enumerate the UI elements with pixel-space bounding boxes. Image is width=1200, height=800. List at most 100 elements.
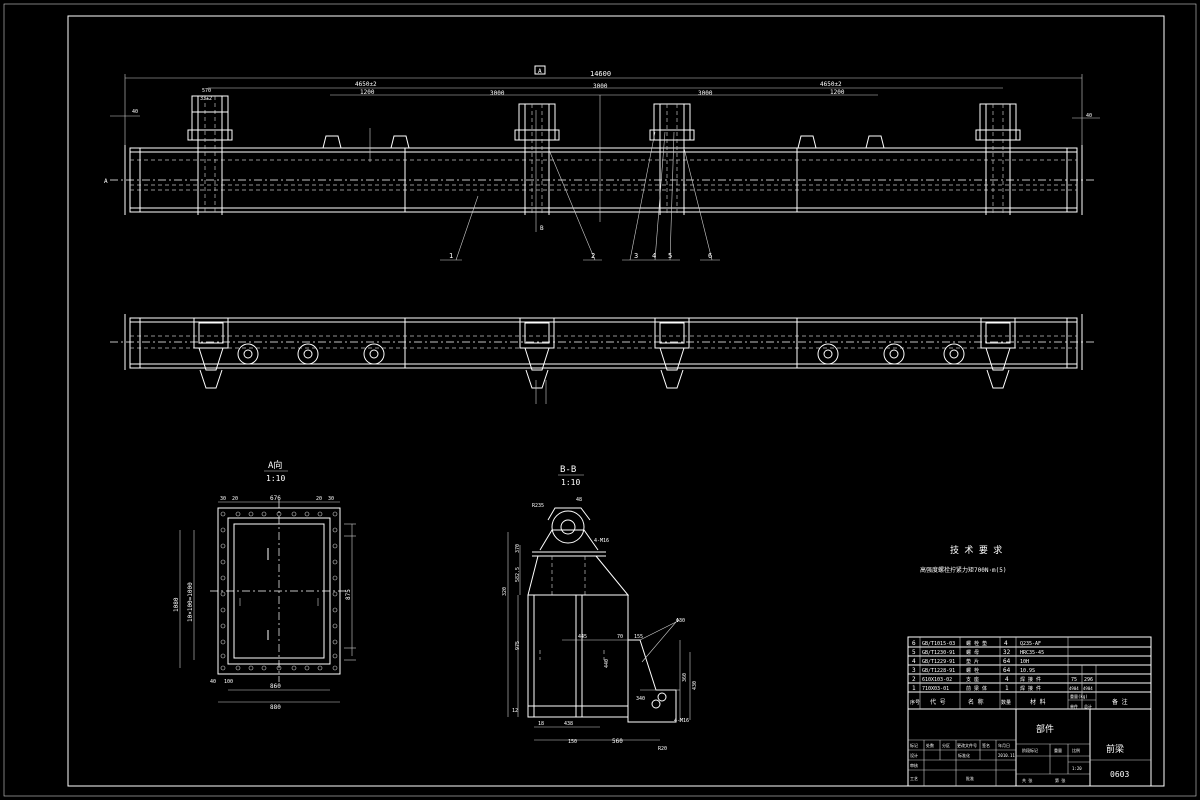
part-row-1-w2: 4904 (1083, 686, 1093, 691)
part-row-2-no: 2 (912, 676, 916, 683)
top-view (110, 314, 1095, 404)
header-qty: 数量 (1001, 699, 1011, 706)
sec-a-dim-6: 1080 (173, 597, 180, 612)
top-supports (193, 317, 1016, 389)
sig-zone: 分区 (942, 742, 950, 748)
leader-3: 3 (634, 252, 638, 260)
part-row-1-mat: 焊 接 件 (1020, 685, 1041, 692)
sig-standard: 标准化 (958, 752, 970, 758)
sec-a-dim-5: 30 (328, 496, 334, 502)
sec-b-dim-20: Φ30 (676, 618, 685, 624)
dim-sub-1: 1200 (360, 89, 375, 96)
sig-change: 更改文件号 (957, 742, 977, 748)
sec-b-dim-4: 320 (502, 587, 508, 596)
part-row-2-code: 610X103-02 (922, 677, 952, 683)
part-row-5-code: GB/T1230-91 (922, 650, 955, 656)
part-row-1-code: 710X03-01 (922, 686, 949, 692)
tech-req-title: 技 术 要 求 (950, 544, 1002, 556)
sec-a-dim-7: 10×100=1000 (187, 582, 194, 622)
sec-b-dim-9: 440 (604, 659, 610, 668)
sig-count: 处数 (926, 742, 934, 748)
sec-b-dim-7: 445 (578, 634, 587, 640)
part-row-6-name: 螺 栓 垫 (966, 640, 987, 647)
dim-top-small-2: 33±2 (200, 96, 212, 102)
arrow-label-a: A (538, 68, 542, 75)
dim-main-2: 3000 (490, 90, 505, 97)
part-row-6-mat: Q235-AF (1020, 641, 1041, 647)
part-row-1-no: 1 (912, 685, 916, 692)
dim-top-small-1: 570 (202, 88, 211, 94)
header-material: 材 料 (1030, 698, 1046, 706)
sheet-total: 共 张 (1022, 777, 1032, 783)
outer-border (3, 3, 1197, 797)
header-weight: 重量(kg) (1070, 693, 1088, 699)
sig-approve: 批准 (966, 775, 974, 781)
header-unit: 单件 (1070, 703, 1078, 709)
weight-label: 重量 (1054, 747, 1062, 753)
sig-process: 工艺 (910, 776, 918, 781)
leader-1: 1 (449, 252, 453, 260)
header-total: 总计 (1084, 703, 1092, 709)
front-view: 14600 A 4650±2 3000 3000 3000 4650±2 120… (104, 65, 1100, 261)
section-a-scale: 1:10 (266, 474, 285, 483)
title-part-name: 前梁 (1106, 743, 1124, 755)
sec-b-dim-22: R20 (658, 746, 667, 752)
dim-main-3: 3000 (593, 83, 608, 90)
part-row-4-name: 垫 片 (966, 658, 979, 665)
sec-a-dim-10: 880 (270, 704, 281, 711)
support-1 (187, 95, 233, 215)
lugs-front (322, 135, 885, 149)
part-row-4-qty: 64 (1003, 658, 1011, 665)
dim-main-5: 4650±2 (820, 81, 842, 88)
sec-b-dim-1: R235 (532, 503, 544, 509)
part-row-6-no: 6 (912, 640, 916, 647)
sec-b-dim-21: 12 (512, 708, 518, 714)
part-row-4-mat: 10H (1020, 659, 1029, 665)
leader-4: 4 (652, 252, 656, 260)
support-2 (514, 103, 560, 215)
part-row-6-qty: 4 (1004, 640, 1008, 647)
header-name: 名 称 (968, 698, 984, 706)
part-row-2-name: 支 座 (966, 676, 979, 683)
frame-border (67, 15, 1165, 787)
stage-mark: 阶段标记 (1022, 747, 1038, 753)
part-row-3-mat: 10.9S (1020, 668, 1035, 674)
sec-a-dim-3: 676 (270, 495, 281, 502)
part-row-2-qty: 4 (1005, 676, 1009, 683)
signature-area: 标记 处数 分区 更改文件号 签名 年月日 设计 标准化 2010.11 阶段标… (910, 742, 1082, 783)
part-row-2-mat: 焊 接 件 (1020, 676, 1041, 683)
leader-5: 5 (668, 252, 672, 260)
leader-lines: 1 2 3 4 5 6 (440, 131, 720, 261)
part-row-5-name: 螺 母 (966, 649, 979, 656)
sec-b-dim-15: 438 (564, 721, 573, 727)
parts-header: 序号 代 号 名 称 数量 材 料 单件 总计 备 注 重量(kg) (910, 693, 1128, 709)
part-row-1-qty: 1 (1005, 685, 1009, 692)
part-row-1-name: 前 梁 体 (966, 685, 987, 692)
sec-b-dim-11: 155 (634, 634, 643, 640)
sig-sign: 签名 (982, 742, 990, 748)
svg-text:A: A (104, 178, 108, 185)
sec-b-dim-13: 360 (682, 673, 688, 682)
sec-a-dim-1: 30 (220, 496, 226, 502)
part-row-2-w2: 296 (1084, 677, 1093, 683)
part-row-3-name: 螺 栓 (966, 667, 979, 674)
sec-a-dim-9: 860 (270, 683, 281, 690)
section-b-view: B-B 1:10 (502, 465, 698, 752)
sig-mark: 标记 (910, 742, 918, 748)
part-row-5-qty: 32 (1003, 649, 1011, 656)
sig-date-value: 2010.11 (998, 753, 1015, 758)
sec-b-dim-6: 370 (515, 544, 521, 553)
parts-rows: 6 GB/T1015-03 螺 栓 垫 4 Q235-AF 5 GB/T1230… (912, 640, 1093, 692)
sec-b-dim-19: 4-M16 (674, 718, 689, 724)
part-row-3-code: GB/T1228-91 (922, 668, 955, 674)
sig-review: 审核 (910, 762, 918, 768)
scale-value: 1:20 (1072, 766, 1082, 771)
overall-length-dim: 14600 (590, 70, 611, 78)
sec-b-dim-8: 975 (515, 641, 521, 650)
sec-b-dim-12: 430 (692, 681, 698, 690)
sig-design: 设计 (910, 752, 918, 758)
top-lugs (237, 343, 965, 365)
sec-b-dim-2: 48 (576, 497, 582, 503)
sec-b-dim-17: 560 (612, 738, 623, 745)
section-a-view: A向 1:10 (173, 459, 356, 711)
